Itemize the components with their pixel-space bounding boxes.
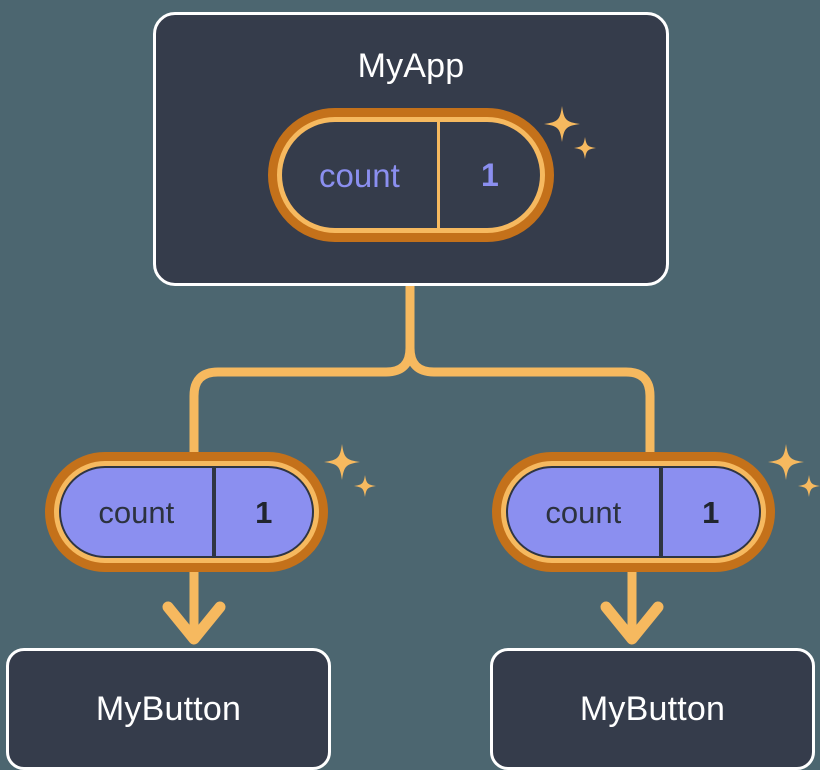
branch-to-right-child bbox=[405, 281, 655, 460]
component-title-mybutton-1: MyButton bbox=[579, 690, 726, 728]
component-card-mybutton-1[interactable]: MyButton bbox=[490, 648, 815, 770]
state-pill-child-1[interactable]: count 1 bbox=[492, 452, 775, 572]
state-key-root: count bbox=[319, 156, 400, 194]
arrow-head-left bbox=[162, 601, 226, 645]
component-title-myapp: MyApp bbox=[357, 47, 465, 85]
state-value-child-1: 1 bbox=[658, 468, 759, 556]
state-pill-root-inner: count 1 bbox=[282, 122, 540, 228]
component-title-mybutton-0: MyButton bbox=[95, 690, 242, 728]
sparkles-icon bbox=[324, 444, 376, 497]
arrow-head-right bbox=[600, 601, 664, 645]
state-pill-root[interactable]: count 1 bbox=[268, 108, 554, 242]
state-value-child-0: 1 bbox=[211, 468, 312, 556]
state-pill-child-1-inner: count 1 bbox=[506, 466, 761, 558]
branch-to-left-child bbox=[189, 281, 415, 460]
component-card-mybutton-0[interactable]: MyButton bbox=[6, 648, 331, 770]
state-key-child-1: count bbox=[545, 494, 622, 530]
state-pill-child-0-inner: count 1 bbox=[59, 466, 314, 558]
state-value-root: 1 bbox=[436, 122, 540, 228]
state-pill-child-0[interactable]: count 1 bbox=[45, 452, 328, 572]
state-key-child-0: count bbox=[98, 494, 175, 530]
